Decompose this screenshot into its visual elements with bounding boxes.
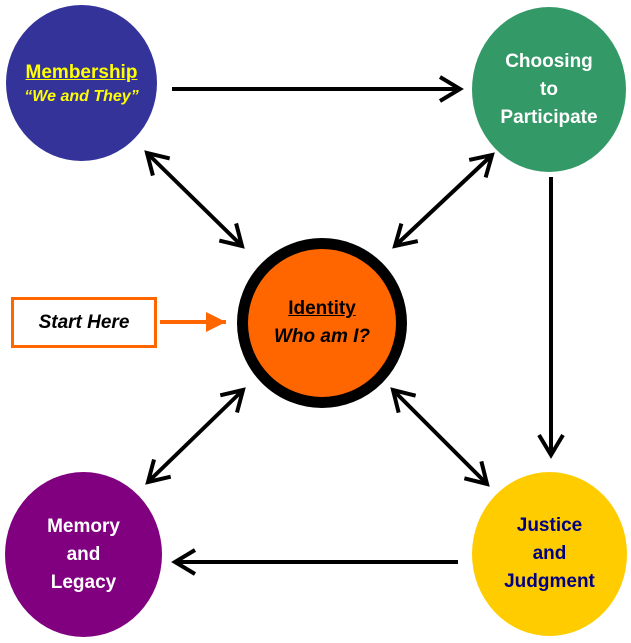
justice-line-1: Justice (516, 515, 583, 536)
arrow-identity-membership (144, 150, 245, 249)
node-choosing-to-participate: Choosing to Participate (472, 7, 626, 172)
membership-subtitle: “We and They” (24, 88, 139, 105)
memory-line-3: Legacy (50, 571, 117, 593)
membership-title: Membership (25, 62, 138, 83)
arrow-identity-justice (390, 387, 490, 487)
justice-line-3: Judgment (504, 571, 595, 592)
memory-line-2: and (66, 543, 101, 565)
arrow-identity-choosing (392, 152, 495, 249)
memory-line-1: Memory (47, 515, 120, 537)
start-here-label: Start Here (38, 311, 130, 333)
justice-line-2: and (532, 543, 567, 564)
node-identity: Identity Who am I? (237, 238, 407, 408)
node-justice-and-judgment: Justice and Judgment (472, 472, 627, 636)
node-memory-and-legacy: Memory and Legacy (5, 472, 162, 637)
identity-subtitle: Who am I? (273, 326, 371, 347)
start-here-box: Start Here (11, 297, 157, 348)
choosing-line-1: Choosing (505, 50, 593, 72)
arrow-identity-memory (145, 387, 246, 485)
identity-title: Identity (288, 298, 356, 319)
choosing-line-3: Participate (500, 106, 598, 128)
node-membership: Membership “We and They” (6, 5, 157, 161)
choosing-line-2: to (540, 78, 558, 100)
